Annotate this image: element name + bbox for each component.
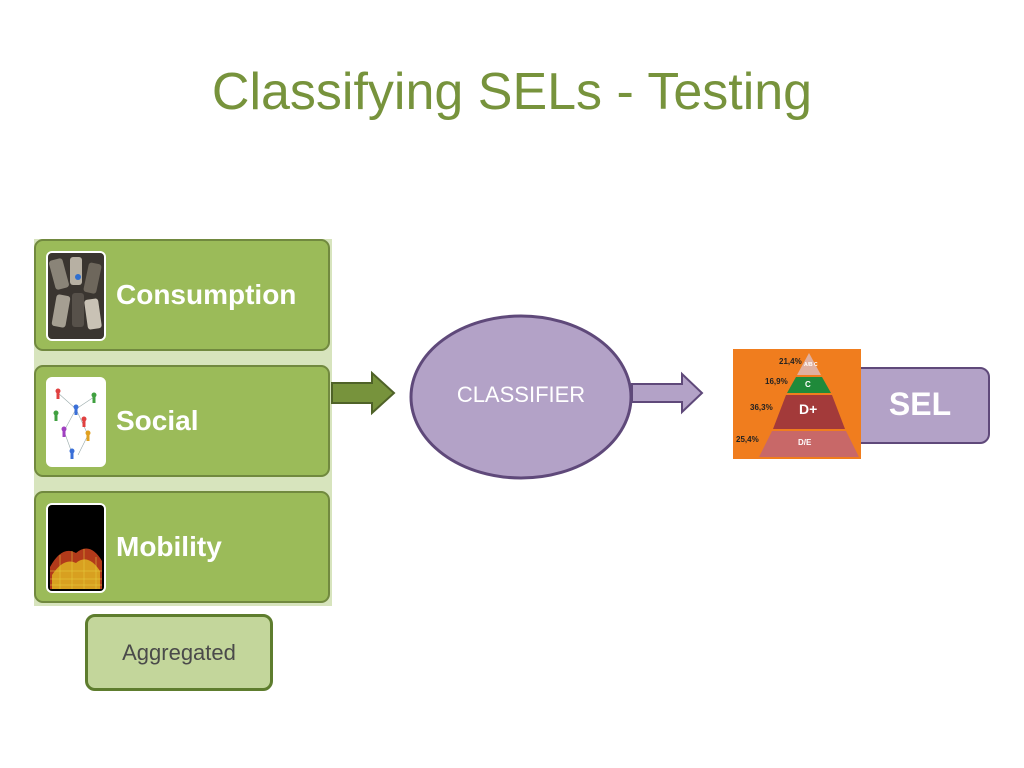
- social-label: Social: [116, 405, 199, 436]
- consumption-label: Consumption: [116, 279, 297, 310]
- mobility-label: Mobility: [116, 531, 222, 562]
- pyramid-label-4: D/E: [798, 438, 812, 447]
- pyramid-level-dplus: [773, 395, 845, 429]
- mobility-block: Mobility: [34, 491, 330, 603]
- sel-pyramid-image: 21,4% A/B C 16,9% C 36,3% D+ 25,4% D/E: [733, 349, 861, 459]
- pyramid-label-2: C: [805, 380, 811, 389]
- pyramid-level-ab: [797, 353, 821, 375]
- consumption-block: Consumption: [34, 239, 330, 351]
- aggregated-box: Aggregated: [85, 614, 273, 691]
- social-block: Social: [34, 365, 330, 477]
- mobility-map-image-icon: [46, 503, 106, 593]
- pyramid-label-1: A/B C: [804, 362, 818, 368]
- pyramid-pct-1: 21,4%: [779, 357, 802, 366]
- pyramid-label-3: D+: [799, 401, 818, 417]
- pyramid-pct-2: 16,9%: [765, 377, 788, 386]
- input-arrow: [331, 370, 396, 416]
- sel-label: SEL: [888, 386, 952, 422]
- pyramid-level-c: [787, 377, 831, 393]
- slide-title: Classifying SELs - Testing: [211, 63, 813, 121]
- social-network-image-icon: [46, 377, 106, 467]
- sel-output-box: [850, 367, 990, 444]
- classifier-label: CLASSIFIER: [456, 382, 586, 407]
- pyramid-pct-4: 25,4%: [736, 435, 759, 444]
- output-arrow: [631, 371, 704, 415]
- phones-image-icon: [46, 251, 106, 341]
- pyramid-pct-3: 36,3%: [750, 403, 773, 412]
- pyramid-level-de: [759, 431, 859, 457]
